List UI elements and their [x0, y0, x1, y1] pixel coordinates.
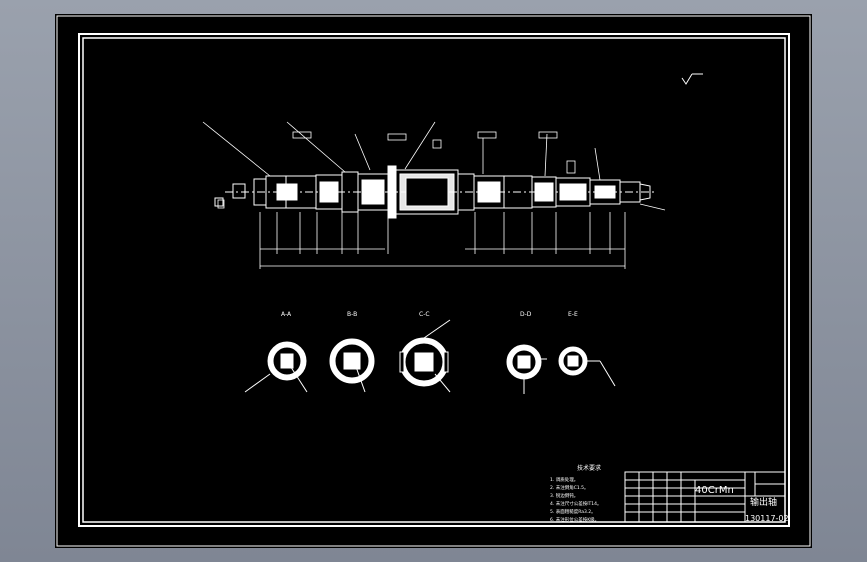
note-4: 4. 未注尺寸公差按IT14。: [550, 500, 602, 507]
section-label-c: C-C: [419, 311, 430, 318]
section-view-b: [329, 338, 375, 393]
title-block: [624, 471, 786, 523]
part-name-text: 输出轴: [750, 496, 777, 508]
border-line: [82, 37, 786, 523]
general-roughness-symbol: [681, 73, 703, 85]
drawing-sheet: A-A B-B C-C D-D E-E 技术要求 1. 调质处理。 2. 未注倒…: [55, 14, 812, 548]
technical-requirements: 技术要求 1. 调质处理。 2. 未注倒角C1.5。 3. 锐边倒钝。 4. 未…: [550, 464, 602, 523]
drawing-number-text: 130117-02: [745, 514, 789, 523]
inner-frame: [78, 33, 790, 527]
section-label-a: A-A: [281, 311, 292, 318]
shaft-drawing: A-A B-B C-C D-D E-E 技术要求 1. 调质处理。 2. 未注倒…: [56, 15, 811, 547]
shaft-main-view: [214, 165, 655, 219]
section-view-a: [244, 341, 308, 393]
note-5: 5. 表面粗糙度Ra3.2。: [550, 508, 596, 515]
section-view-e: [558, 346, 616, 387]
note-1: 1. 调质处理。: [550, 476, 578, 483]
note-3: 3. 锐边倒钝。: [550, 492, 578, 499]
section-view-c: [399, 319, 451, 393]
notes-heading: 技术要求: [577, 464, 601, 472]
section-label-b: B-B: [347, 311, 357, 318]
note-2: 2. 未注倒角C1.5。: [550, 484, 589, 491]
note-6: 6. 未注形位公差按K级。: [550, 516, 599, 523]
section-label-e: E-E: [568, 311, 578, 318]
section-view-d: [506, 344, 547, 394]
section-label-d: D-D: [520, 311, 532, 318]
material-text: 40CrMn: [695, 485, 734, 496]
outer-frame: [56, 15, 811, 547]
dimension-callouts: [202, 121, 666, 269]
